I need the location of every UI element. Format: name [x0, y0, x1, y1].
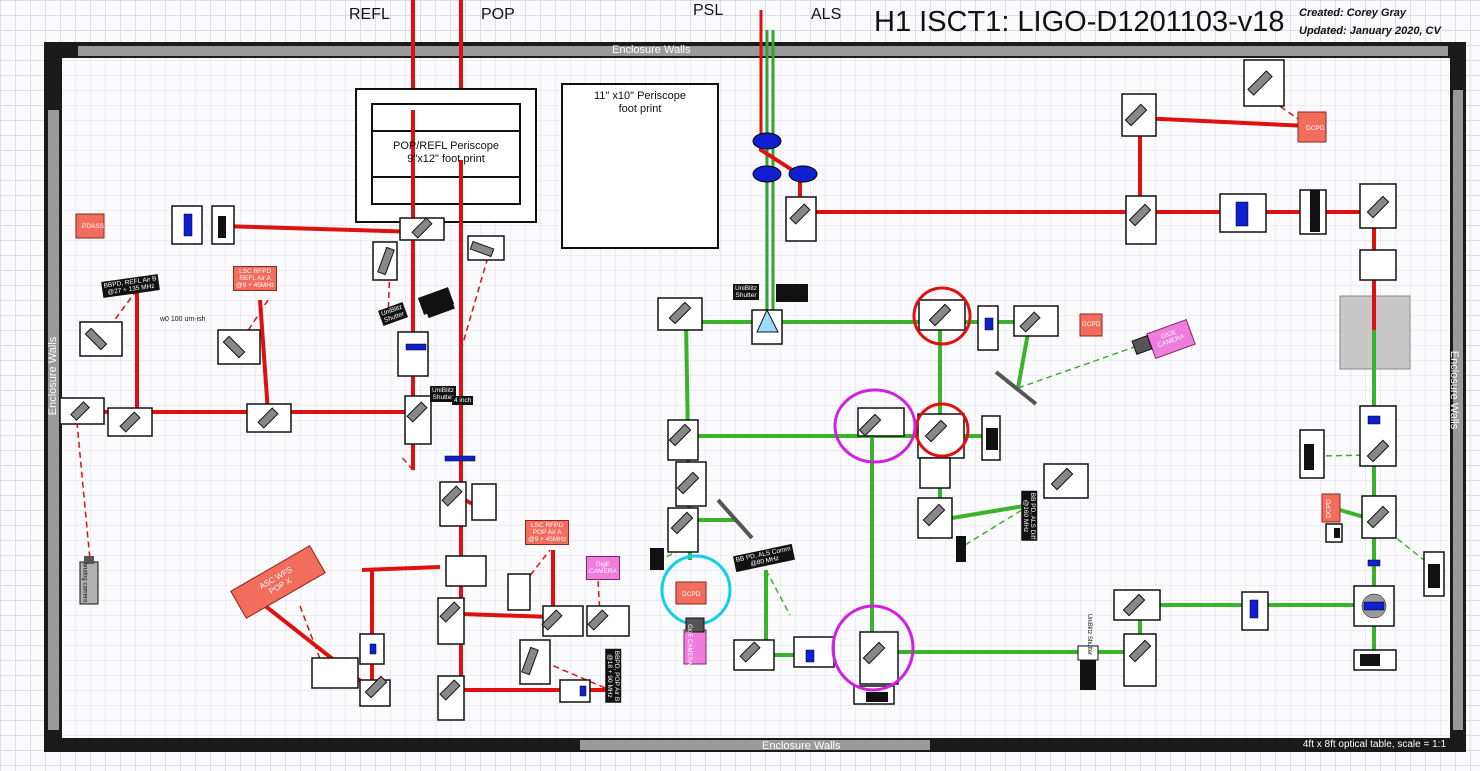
dcpd-mid-label: DCPD — [1082, 321, 1101, 328]
uniblitz-right-label: UniBlitz Shutter — [1086, 613, 1093, 656]
refl-label: REFL — [349, 6, 390, 23]
lsc-refl-line2: REFL Air A — [239, 275, 271, 282]
bbpd-pop-tag: BBPD, POP Air B @18 + 90 MHz — [605, 648, 622, 704]
als-label: ALS — [811, 6, 842, 23]
lsc-rfpd-refl-tag: LSC RFPD REFL Air A @9 + 45MHz — [233, 266, 278, 291]
w0-note: w0 100 um-ish — [160, 316, 206, 323]
uniblitz-2-line2: Shutter — [432, 394, 454, 401]
wall-right-label: Enclosure Walls — [1448, 350, 1461, 430]
gige-pop-line2: CAMERA — [589, 568, 617, 575]
bbpd-pop-line1: BBPD, POP Air B — [613, 650, 621, 702]
uniblitz-2-line1: UniBlitz — [432, 387, 455, 394]
uniblitz-shutter-2: UniBlitz Shutter — [430, 386, 457, 402]
uniblitz-als-line1: UniBlitz — [735, 285, 758, 292]
dcpd-cyan-label: DCPD — [682, 591, 701, 598]
lsc-rfpd-pop-tag: LSC RFPD POP Air A @9 + 45MHz — [525, 520, 570, 545]
updated-credit: Updated: January 2020, CV — [1299, 25, 1441, 37]
scale-label: 4ft x 8ft optical table, scale = 1:1 — [1302, 739, 1446, 750]
big-periscope-line2: foot print — [618, 103, 662, 115]
bbpd-als-diff-line1: BB PD, ALS Diff — [1029, 492, 1037, 540]
gige-pop-camera: GigE CAMERA — [586, 556, 620, 580]
lsc-refl-line1: LSC RFPD — [239, 268, 272, 275]
pop-refl-periscope-label: POP/REFL Periscope 9"x12" foot print — [372, 140, 520, 166]
gige-bottom-camera: GigE CAMERA — [685, 624, 692, 665]
pop-label: POP — [481, 6, 515, 23]
wall-top-label: Enclosure Walls — [612, 44, 691, 56]
dcpd-top-right-label: DCPD — [1306, 125, 1325, 132]
psl-label: PSL — [693, 2, 724, 19]
created-credit: Created: Corey Gray — [1299, 7, 1406, 19]
diagram-title: H1 ISCT1: LIGO-D1201103-v18 — [874, 6, 1285, 38]
big-periscope-label: 11" x10" Periscope foot print — [562, 90, 718, 116]
pop-refl-periscope-line2: 9"x12" foot print — [407, 153, 485, 165]
lsc-pop-line2: POP Air A — [532, 529, 562, 536]
pdass-label: PDASS — [82, 223, 105, 230]
lsc-pop-line1: LSC RFPD — [531, 522, 564, 529]
uniblitz-als-line2: Shutter — [735, 292, 757, 299]
bbpd-pop-line2: @18 + 90 MHz — [606, 654, 614, 698]
uniblitz-4inch-label: 4 inch — [452, 396, 474, 405]
uniblitz-als-shutter: UniBlitz Shutter — [733, 284, 760, 300]
analog-camera-label: analog camera — [81, 562, 88, 603]
gige-pop-line1: GigE — [595, 561, 611, 568]
wall-bottom-label: Enclosure Walls — [762, 740, 841, 752]
bbpd-als-diff-tag: BB PD, ALS Diff @160 MHz — [1021, 490, 1038, 542]
big-periscope-line1: 11" x10" Periscope — [594, 90, 686, 102]
lsc-pop-line3: @9 + 45MHz — [528, 536, 567, 543]
dcpd-right-label: DCPD — [1325, 499, 1333, 518]
lsc-refl-line3: @9 + 45MHz — [236, 282, 275, 289]
wall-left-label: Enclosure Walls — [47, 336, 60, 416]
bbpd-als-diff-line2: @160 MHz — [1022, 499, 1030, 533]
pop-refl-periscope-line1: POP/REFL Periscope — [393, 140, 499, 152]
